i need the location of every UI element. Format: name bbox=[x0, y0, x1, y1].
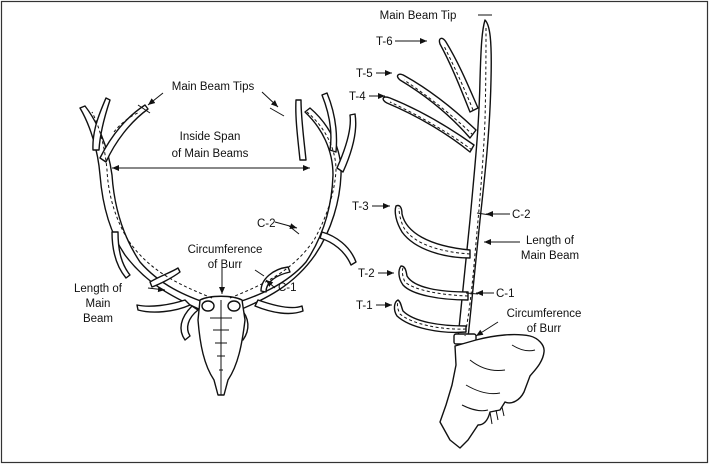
label-side-c1: C-1 bbox=[496, 288, 515, 300]
label-t1: T-1 bbox=[356, 300, 373, 312]
label-front-length-3: Beam bbox=[83, 313, 113, 325]
label-side-c2: C-2 bbox=[512, 209, 531, 221]
label-side-length-1: Length of bbox=[526, 235, 575, 247]
label-main-beam-tips: Main Beam Tips bbox=[172, 81, 255, 93]
label-inside-span-1: Inside Span bbox=[180, 131, 241, 143]
label-t2: T-2 bbox=[358, 268, 375, 280]
label-side-circumference-1: Circumference bbox=[507, 308, 582, 320]
label-side-length-2: Main Beam bbox=[521, 250, 579, 262]
label-front-circumference-2: of Burr bbox=[208, 259, 243, 271]
label-front-circumference-1: Circumference bbox=[188, 244, 263, 256]
label-front-length-1: Length of bbox=[74, 283, 123, 295]
label-main-beam-tip: Main Beam Tip bbox=[380, 10, 457, 22]
label-t5: T-5 bbox=[356, 68, 373, 80]
label-t3: T-3 bbox=[352, 201, 369, 213]
label-front-c2: C-2 bbox=[257, 218, 276, 230]
label-inside-span-2: of Main Beams bbox=[172, 148, 249, 160]
side-view-antler bbox=[383, 20, 544, 448]
label-t6: T-6 bbox=[376, 36, 393, 48]
label-front-length-2: Main bbox=[86, 298, 111, 310]
label-side-circumference-2: of Burr bbox=[527, 323, 562, 335]
label-front-c1: C-1 bbox=[278, 282, 297, 294]
label-t4: T-4 bbox=[349, 91, 366, 103]
